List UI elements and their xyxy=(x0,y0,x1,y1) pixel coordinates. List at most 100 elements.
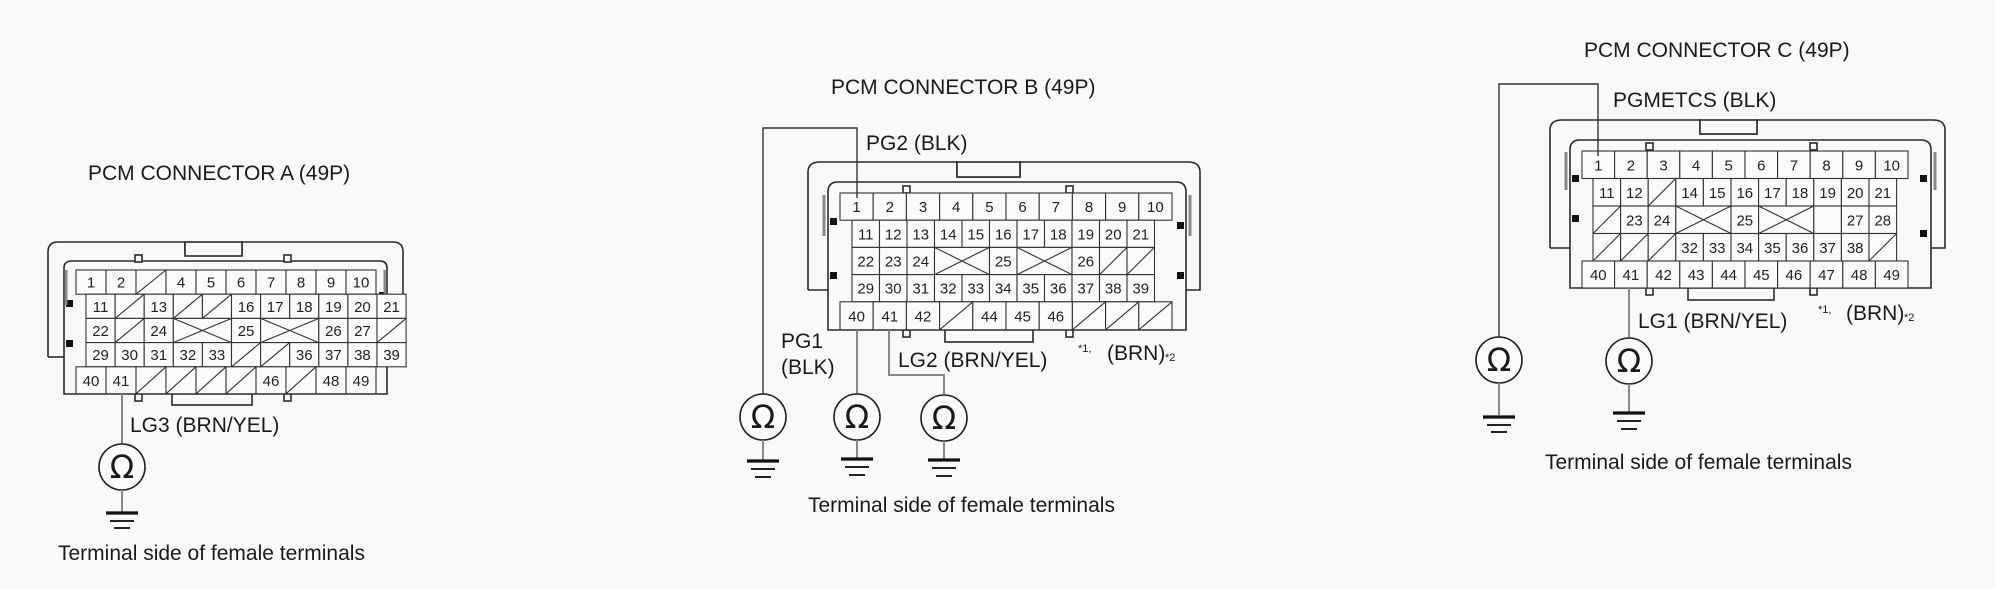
ohmmeter-icon: Ω xyxy=(833,393,881,441)
pin-number: 5 xyxy=(207,275,215,292)
pin-number: 7 xyxy=(1052,199,1060,216)
pin-number: 22 xyxy=(92,323,109,340)
pin-cell-7: 7 xyxy=(1777,150,1811,180)
pin-number: 1 xyxy=(87,275,95,292)
pin-cell-10: 10 xyxy=(1138,192,1173,221)
pin-cell-34: 34 xyxy=(1730,232,1760,262)
pin-number: 32 xyxy=(1681,240,1698,257)
pin-number: 18 xyxy=(1792,185,1809,202)
pin-number: 35 xyxy=(1764,240,1781,257)
pin-cell-18: 18 xyxy=(289,293,320,319)
pin-cell-14: 14 xyxy=(933,219,963,248)
pin-cell-6: 6 xyxy=(1005,192,1040,221)
pin-cell-unused xyxy=(114,317,145,344)
pin-cell-31: 31 xyxy=(906,274,936,303)
pin-cell-unused xyxy=(260,342,291,368)
pin-number: 40 xyxy=(1590,267,1607,284)
pin-number: 20 xyxy=(354,299,371,316)
pin-cell-unused xyxy=(1592,205,1622,235)
pin-number: 29 xyxy=(92,347,109,364)
ohmmeter-icon: Ω xyxy=(920,394,968,442)
pin-number: 30 xyxy=(121,347,138,364)
pin-cell-36: 36 xyxy=(289,342,320,368)
pin-cell-15: 15 xyxy=(961,219,991,248)
pin-cell-5: 5 xyxy=(1711,150,1746,180)
pin-cell-21: 21 xyxy=(376,293,407,319)
pin-cell-8: 8 xyxy=(1809,150,1844,180)
pin-cell-unused xyxy=(1620,232,1649,262)
pin-cell-2: 2 xyxy=(872,192,907,221)
pin-cell-49: 49 xyxy=(345,366,377,395)
pin-number: 27 xyxy=(354,323,371,340)
pin-number: 15 xyxy=(967,226,984,243)
pin-cell-19: 19 xyxy=(1071,219,1101,248)
pin-number: 13 xyxy=(912,226,929,243)
pin-number: 42 xyxy=(1655,267,1672,284)
svg-text:*1,: *1, xyxy=(1078,343,1091,355)
pin-number: 28 xyxy=(1874,212,1891,229)
pin-cell-unused xyxy=(230,342,262,368)
pin-number: 39 xyxy=(383,347,400,364)
connector-b-caption: Terminal side of female terminals xyxy=(808,494,1115,517)
pin-cell-11: 11 xyxy=(1592,177,1622,207)
pin-cell-10: 10 xyxy=(1874,150,1909,180)
pin-number: 4 xyxy=(952,199,960,216)
pin-cell-47: 47 xyxy=(1809,260,1844,289)
pin-number: 33 xyxy=(1709,240,1726,257)
pin-cell-48: 48 xyxy=(1842,260,1876,289)
pin-number: 12 xyxy=(1626,185,1643,202)
pin-number: 39 xyxy=(1132,281,1149,298)
pin-cell-unused xyxy=(1647,232,1677,262)
pin-number: 17 xyxy=(267,299,284,316)
pin-number: 21 xyxy=(383,299,400,316)
pin-cell-21: 21 xyxy=(1868,177,1898,207)
pin-cell-40: 40 xyxy=(839,301,874,331)
connector-b-housing xyxy=(807,161,1201,343)
ohmmeter-icon: Ω xyxy=(98,443,146,491)
wire-label-lg1: LG1 (BRN/YEL) *1, (BRN) *2 xyxy=(1638,302,1914,333)
pin-number: 13 xyxy=(150,299,167,316)
pin-cell-10: 10 xyxy=(345,269,377,295)
pin-cell-43: 43 xyxy=(1679,260,1713,289)
pin-number: 14 xyxy=(1681,185,1698,202)
pin-number: 48 xyxy=(323,373,340,390)
pin-number: 18 xyxy=(296,299,313,316)
pin-number: 2 xyxy=(1627,157,1635,174)
pin-cell-unused-crossed xyxy=(172,317,233,344)
pin-cell-unused xyxy=(285,366,317,395)
pin-cell-unused xyxy=(1868,232,1898,262)
svg-text:*1,: *1, xyxy=(1818,304,1831,316)
pin-number: 37 xyxy=(1819,240,1836,257)
pin-cell-26: 26 xyxy=(1071,246,1101,276)
pin-number: 34 xyxy=(1736,240,1753,257)
pin-cell-41: 41 xyxy=(872,301,907,331)
pin-cell-28: 28 xyxy=(1868,205,1898,235)
pin-cell-12: 12 xyxy=(878,219,908,248)
pin-number: 37 xyxy=(1077,281,1094,298)
pin-number: 41 xyxy=(113,373,130,390)
pin-cell-20: 20 xyxy=(347,293,378,319)
pin-cell-38: 38 xyxy=(1840,232,1870,262)
pin-cell-4: 4 xyxy=(165,269,197,295)
pin-number: 16 xyxy=(238,299,255,316)
pin-number: 7 xyxy=(1790,157,1798,174)
pin-cell-29: 29 xyxy=(85,342,116,368)
pin-number: 3 xyxy=(919,199,927,216)
ground-icon xyxy=(747,459,779,478)
probe-wire-pg2 xyxy=(762,127,858,394)
pin-number: 34 xyxy=(995,281,1012,298)
pin-cell-29: 29 xyxy=(851,274,881,303)
pin-cell-7: 7 xyxy=(1038,192,1073,221)
pin-number: 26 xyxy=(1077,254,1094,271)
ground-icon xyxy=(106,511,138,529)
pin-cell-9: 9 xyxy=(1842,150,1876,180)
pin-cell-1: 1 xyxy=(75,269,107,295)
pin-number: 6 xyxy=(1018,199,1026,216)
pin-cell-33: 33 xyxy=(1702,232,1732,262)
pin-cell-25: 25 xyxy=(230,317,262,344)
wire-label-pg1-color: (BLK) xyxy=(781,356,835,379)
pin-cell-33: 33 xyxy=(201,342,233,368)
